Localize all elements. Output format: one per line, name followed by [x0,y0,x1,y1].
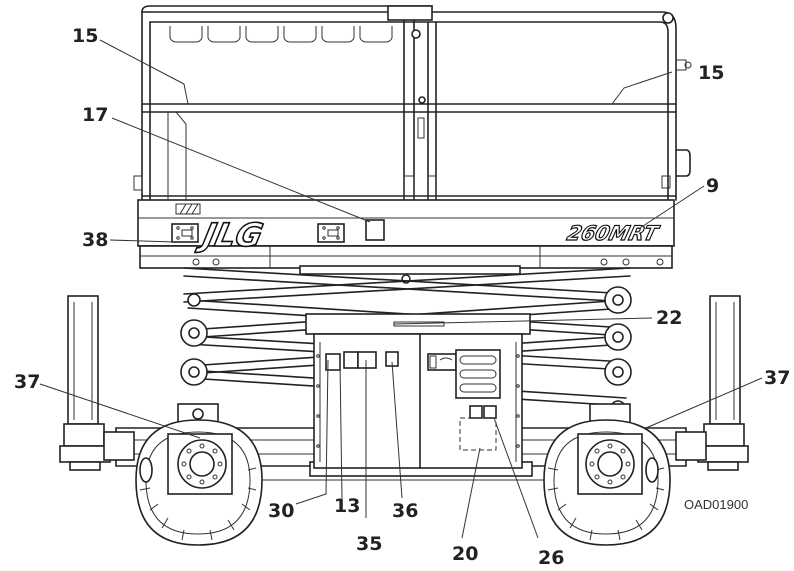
jlg-logo: JLG [194,216,266,254]
callout-labels: 15 15 17 9 38 22 37 37 30 13 36 35 20 26 [14,25,790,569]
figure-code: OAD01900 [684,497,748,512]
callout-17: 17 [82,104,108,126]
component-tray [305,313,531,469]
outrigger-left [59,295,135,471]
callout-36: 36 [392,500,418,522]
callout-30: 30 [268,500,294,522]
platform-guardrails [133,5,692,246]
outrigger-right [675,295,749,471]
callout-37-left: 37 [14,371,40,393]
model-decal: 260MRT [565,221,663,245]
platform-deck: JLG 260MRT [137,199,675,269]
wheel-left [135,419,263,546]
callout-9: 9 [706,175,719,197]
callout-22: 22 [656,307,682,329]
wheel-right [543,419,671,546]
callout-37-right: 37 [764,367,790,389]
callout-15-left: 15 [72,25,98,47]
callout-20: 20 [452,543,478,565]
leader-lines [39,39,763,539]
callout-13: 13 [334,495,360,517]
callout-26: 26 [538,547,564,569]
callout-38: 38 [82,229,108,251]
callout-15-right: 15 [698,62,724,84]
callout-35: 35 [356,533,382,555]
